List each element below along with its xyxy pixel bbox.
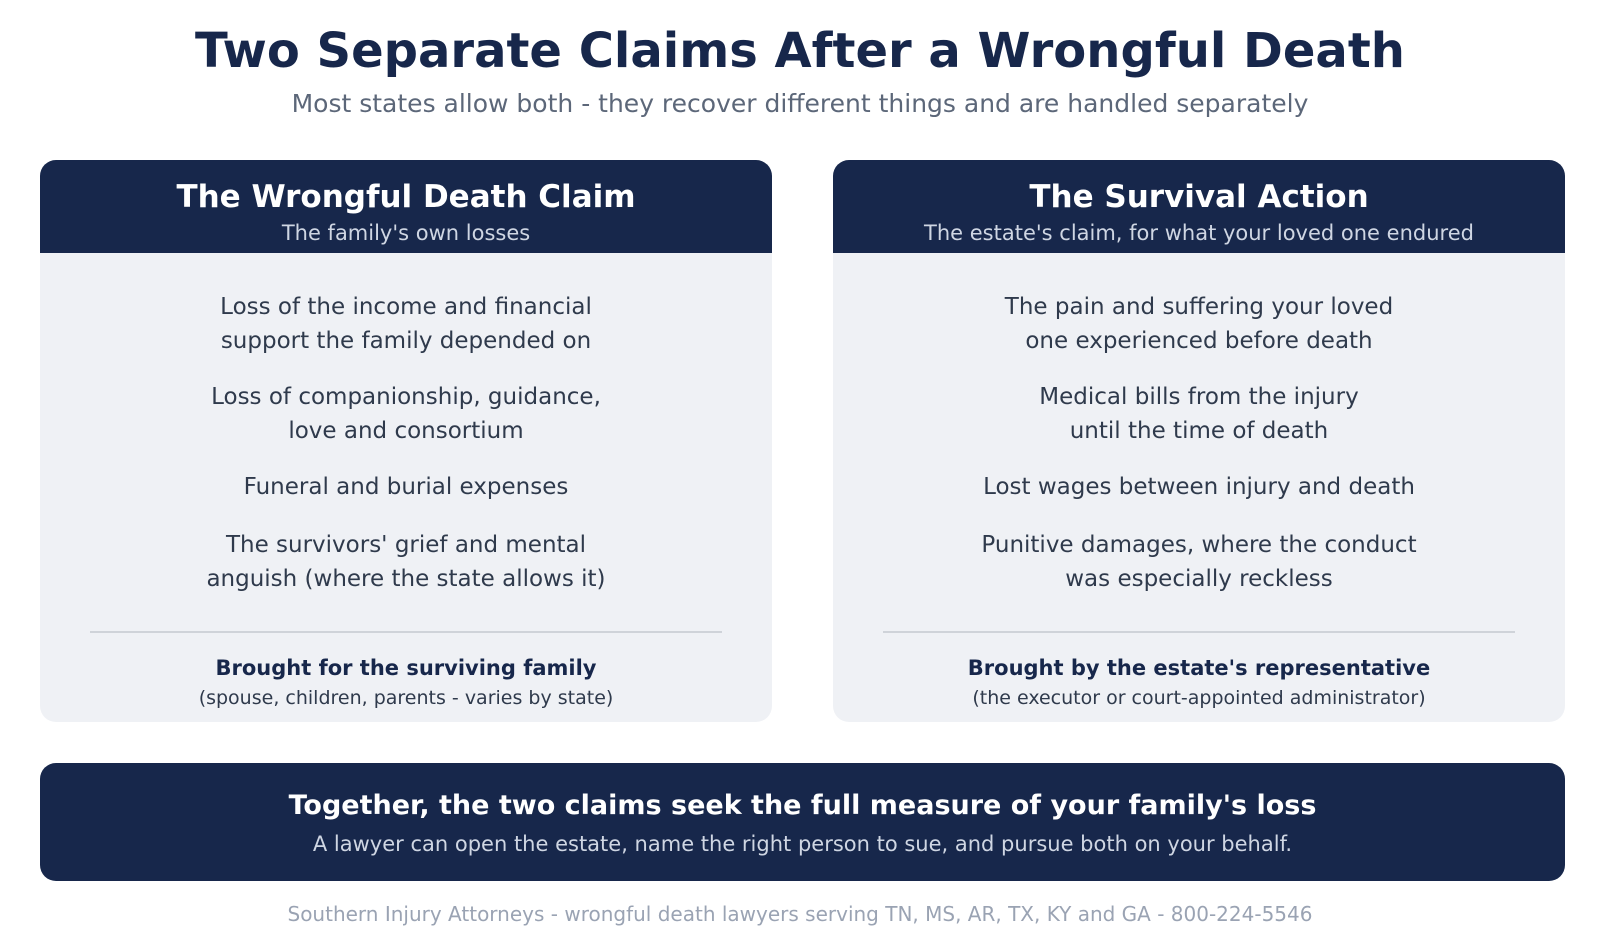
list-item-line: Loss of companionship, guidance, [211, 384, 601, 410]
list-item-line: Medical bills from the injury [1039, 384, 1359, 410]
list-item-line: Funeral and burial expenses [243, 474, 569, 500]
card-divider [883, 631, 1515, 633]
survival-action-card-footer: Brought by the estate's representative (… [833, 654, 1565, 712]
wrongful-death-card-title: The Wrongful Death Claim [176, 179, 636, 215]
card-divider [90, 631, 722, 633]
firm-footer: Southern Injury Attorneys - wrongful dea… [287, 902, 1313, 926]
wrongful-death-card-footer: Brought for the surviving family (spouse… [40, 654, 772, 712]
wrongful-death-brought-by: Brought for the surviving family [215, 656, 597, 680]
survival-action-list: The pain and suffering your loved one ex… [833, 253, 1565, 596]
list-item-line: was especially reckless [1065, 566, 1333, 592]
survival-action-card: The Survival Action The estate's claim, … [833, 160, 1565, 722]
list-item-line: love and consortium [288, 418, 524, 444]
survival-action-card-title: The Survival Action [1029, 179, 1369, 215]
survival-action-card-header: The Survival Action The estate's claim, … [833, 160, 1565, 253]
list-item: Lost wages between injury and death [833, 470, 1565, 504]
survival-action-brought-by: Brought by the estate's representative [967, 656, 1431, 680]
wrongful-death-card: The Wrongful Death Claim The family's ow… [40, 160, 772, 722]
list-item-line: support the family depended on [220, 328, 592, 354]
list-item-line: one experienced before death [1025, 328, 1373, 354]
list-item-line: Punitive damages, where the conduct [981, 532, 1417, 558]
summary-banner-subtitle: A lawyer can open the estate, name the r… [312, 832, 1293, 856]
list-item-line: Lost wages between injury and death [983, 474, 1415, 500]
list-item: The pain and suffering your loved one ex… [833, 290, 1565, 358]
list-item-line: until the time of death [1069, 418, 1329, 444]
list-item-line: anguish (where the state allows it) [206, 566, 606, 592]
list-item-line: Loss of the income and financial [220, 294, 592, 320]
survival-action-card-subtitle: The estate's claim, for what your loved … [924, 221, 1474, 245]
summary-banner: Together, the two claims seek the full m… [40, 763, 1565, 881]
page-subtitle: Most states allow both - they recover di… [291, 89, 1309, 118]
wrongful-death-card-header: The Wrongful Death Claim The family's ow… [40, 160, 772, 253]
list-item: Loss of the income and financial support… [40, 290, 772, 358]
list-item-line: The pain and suffering your loved [1004, 294, 1394, 320]
page-title: Two Separate Claims After a Wrongful Dea… [195, 23, 1405, 79]
wrongful-death-brought-by-note: (spouse, children, parents - varies by s… [198, 687, 614, 709]
survival-action-brought-by-note: (the executor or court-appointed adminis… [972, 687, 1426, 709]
wrongful-death-card-subtitle: The family's own losses [281, 221, 531, 245]
list-item: Punitive damages, where the conduct was … [833, 528, 1565, 596]
list-item: Medical bills from the injury until the … [833, 380, 1565, 448]
summary-banner-title: Together, the two claims seek the full m… [288, 790, 1317, 821]
list-item: Funeral and burial expenses [40, 470, 772, 504]
list-item: Loss of companionship, guidance, love an… [40, 380, 772, 448]
list-item: The survivors' grief and mental anguish … [40, 528, 772, 596]
list-item-line: The survivors' grief and mental [225, 532, 587, 558]
wrongful-death-list: Loss of the income and financial support… [40, 253, 772, 596]
